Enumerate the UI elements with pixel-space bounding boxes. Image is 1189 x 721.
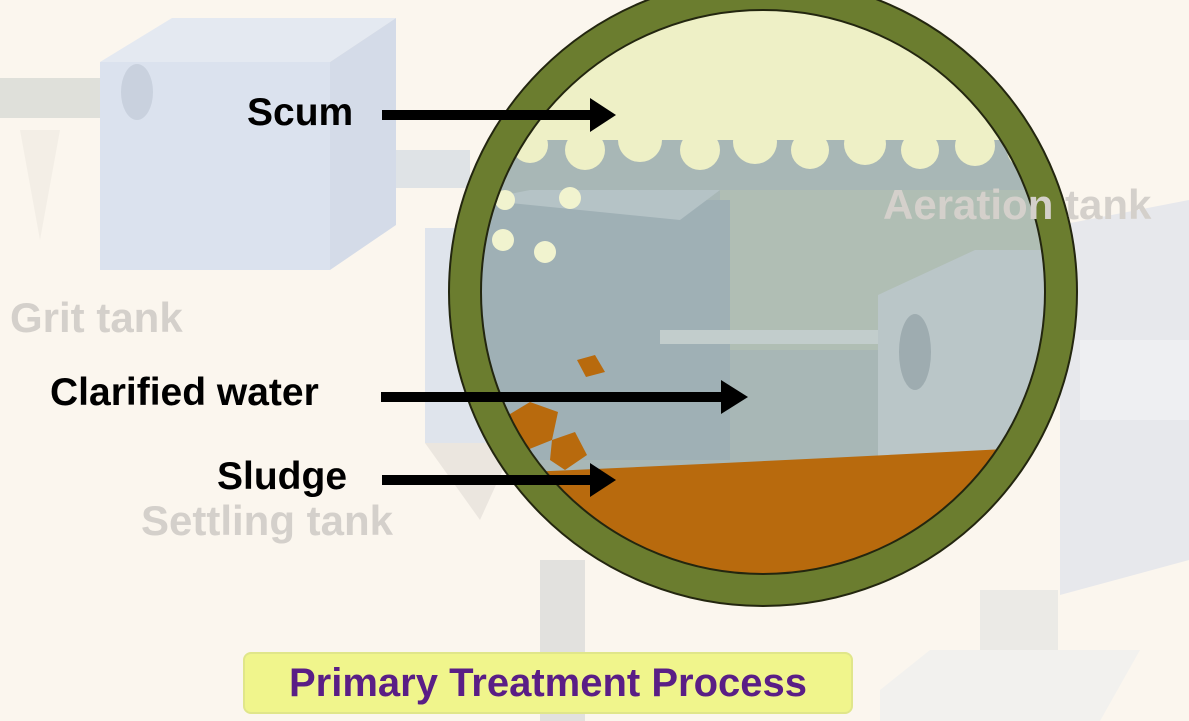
scum-label: Scum xyxy=(247,91,354,134)
callout-arrow-clarified-water xyxy=(381,380,748,414)
sludge-label: Sludge xyxy=(217,455,348,498)
magnifier-ring xyxy=(449,0,1077,606)
callout-arrow-scum xyxy=(382,98,616,132)
grit-tank-label: Grit tank xyxy=(10,294,183,341)
caption-title: Primary Treatment Process xyxy=(288,660,808,705)
background-pipe-left xyxy=(0,78,110,118)
grit-tank-illustration xyxy=(20,18,396,270)
aeration-tank-label: Aeration tank xyxy=(883,181,1152,228)
caption-box: Primary Treatment Process xyxy=(243,652,853,714)
callout-arrow-sludge xyxy=(382,463,616,497)
clarified-water-label: Clarified water xyxy=(50,371,319,414)
settling-tank-label: Settling tank xyxy=(141,497,394,544)
aeration-tank-illustration xyxy=(880,200,1189,721)
